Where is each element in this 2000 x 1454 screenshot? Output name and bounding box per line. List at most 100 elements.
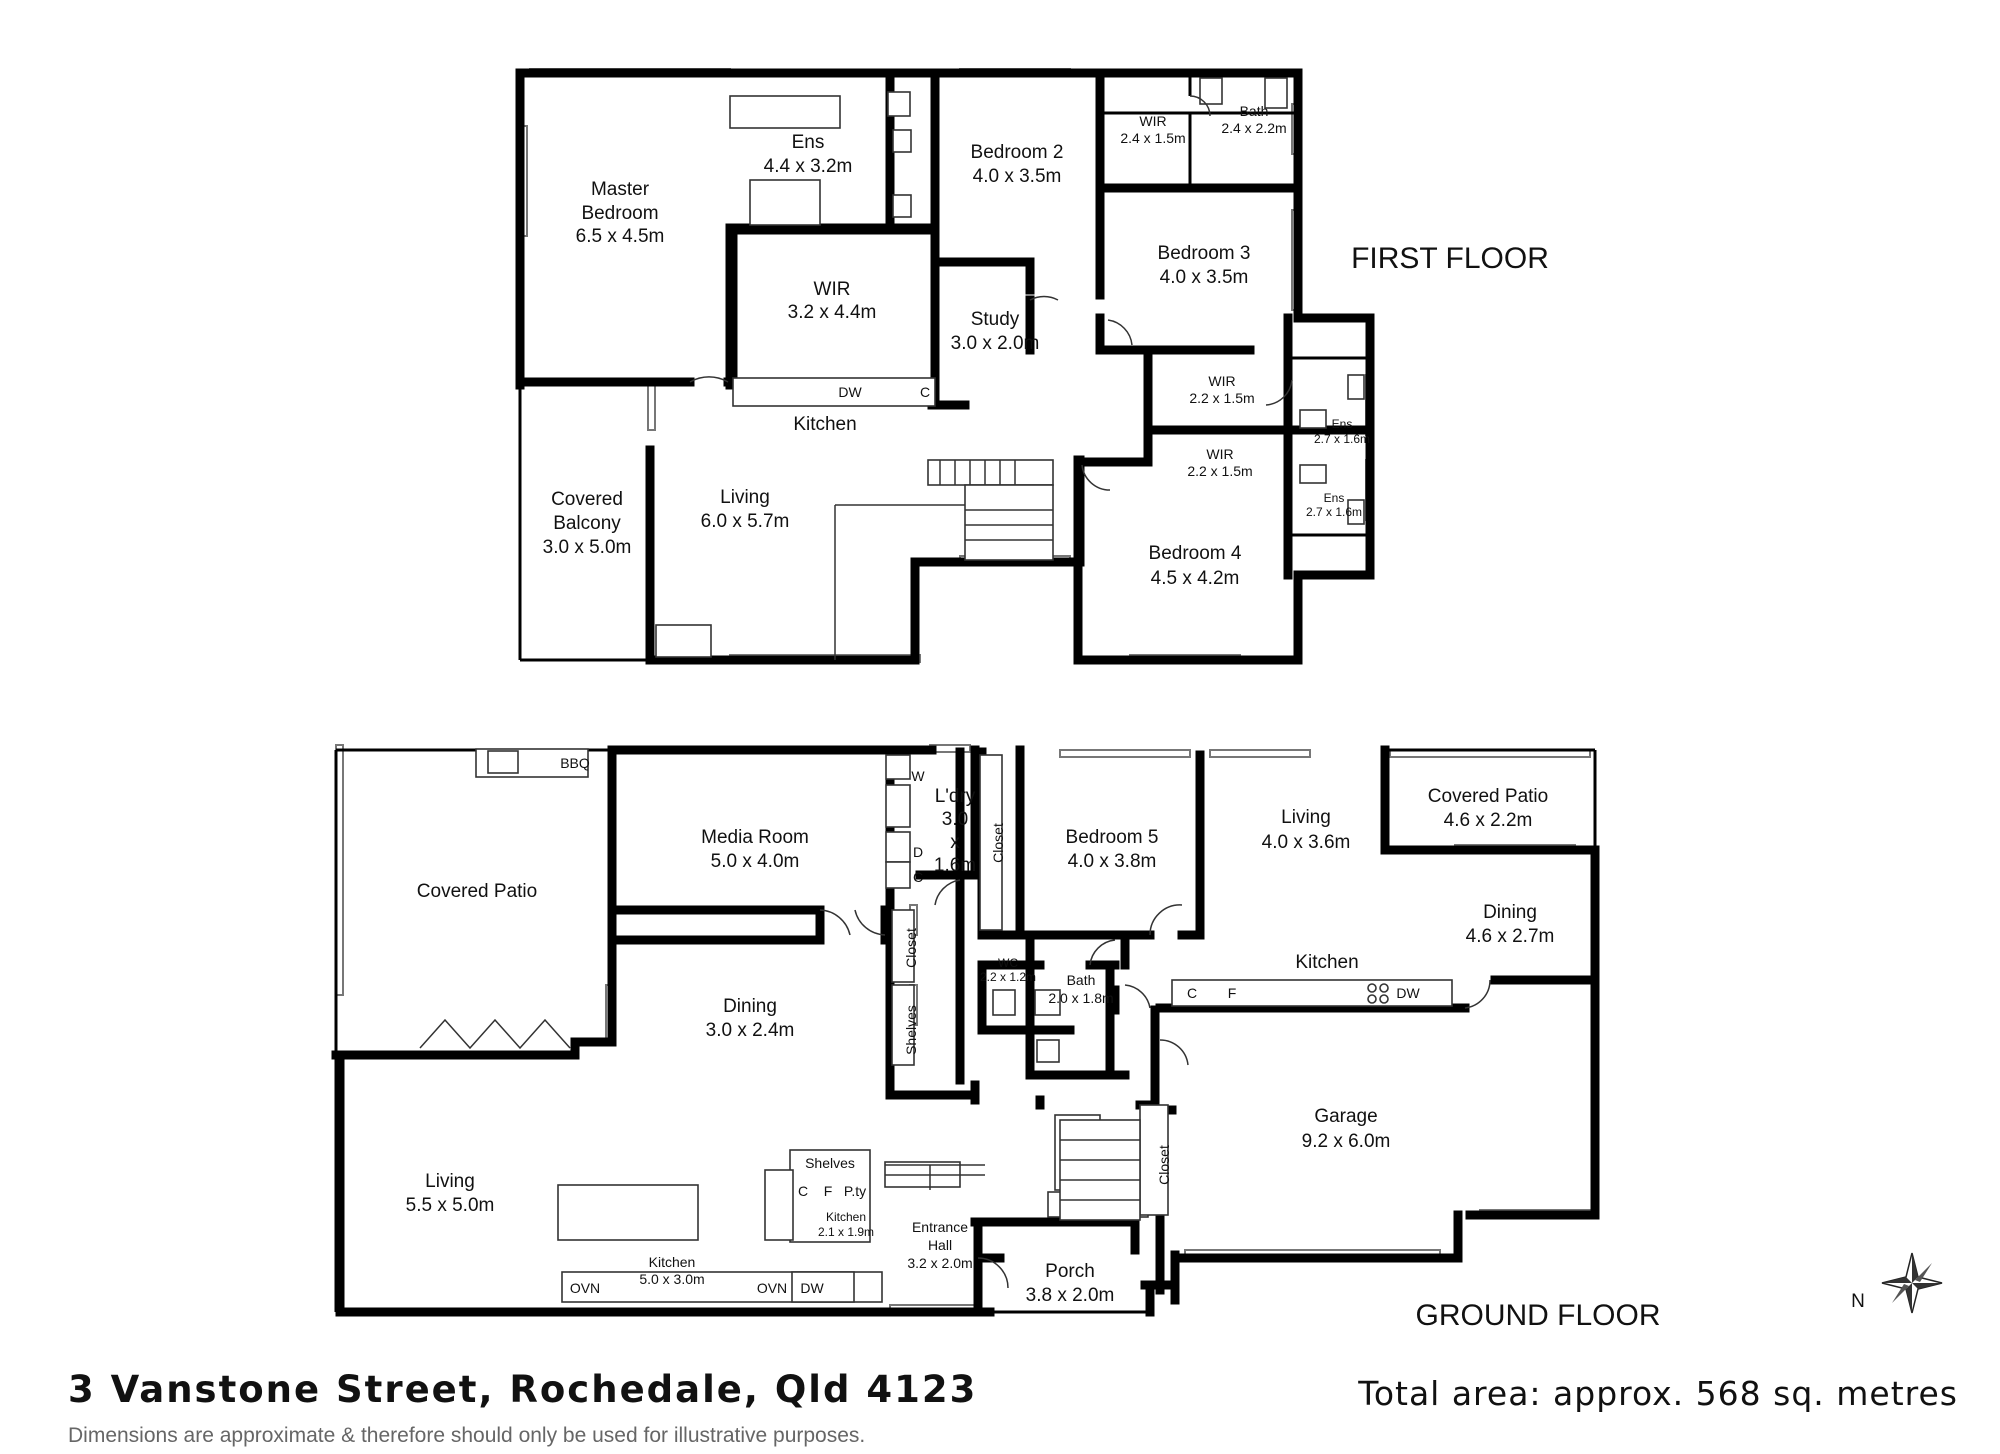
fixture-cupboard-laundry: C (913, 869, 923, 885)
room-ens-name: Ens (792, 132, 825, 153)
room-bedroom2-name: Bedroom 2 (971, 142, 1064, 163)
fixture-closet-bedroom5: Closet (990, 823, 1006, 863)
room-living-ff-size: 6.0 x 5.7m (701, 511, 790, 532)
room-study-name: Study (971, 309, 1020, 330)
fixture-fridge-kitchen: F (1228, 985, 1237, 1001)
room-bedroom5-name: Bedroom 5 (1066, 827, 1159, 848)
room-balcony-size: 3.0 x 5.0m (543, 537, 632, 558)
room-wir-b2-size: 2.4 x 1.5m (1120, 130, 1185, 146)
property-address: 3 Vanstone Street, Rochedale, Qld 4123 (68, 1368, 978, 1411)
fixture-bbq: BBQ (560, 755, 590, 771)
room-entrance-name-2: Hall (928, 1237, 952, 1253)
room-laundry-size-2: x (950, 832, 960, 853)
room-bedroom5-size: 4.0 x 3.8m (1068, 851, 1157, 872)
ground-floor-walls (331, 745, 1600, 1317)
ground-floor-doors (819, 879, 1491, 1289)
room-bedroom3-name: Bedroom 3 (1158, 243, 1251, 264)
room-master-bedroom-name-2: Bedroom (581, 203, 658, 224)
room-bedroom3-size: 4.0 x 3.5m (1160, 267, 1249, 288)
room-covered-patio-right-name: Covered Patio (1428, 786, 1548, 807)
first-floor-stairs (655, 377, 1054, 660)
compass-north-label: N (1851, 1291, 1865, 1312)
room-dining-size: 3.0 x 2.4m (706, 1020, 795, 1041)
first-floor-bathroom-fixtures (729, 77, 1365, 525)
room-dining-right-size: 4.6 x 2.7m (1466, 926, 1555, 947)
room-wir-master-name: WIR (814, 279, 851, 300)
room-balcony-name-2: Balcony (553, 513, 621, 534)
room-bedroom2-size: 4.0 x 3.5m (973, 166, 1062, 187)
fixture-fridge-pantry: F (824, 1183, 833, 1199)
room-wc-name: WC (998, 956, 1018, 970)
room-ens-b4-size: 2.7 x 1.6m (1306, 505, 1362, 519)
total-area: Total area: approx. 568 sq. metres (1358, 1374, 1958, 1413)
fixture-pantry: P.ty (844, 1183, 866, 1199)
room-kitchen-name: Kitchen (649, 1254, 696, 1270)
fixture-oven-right: OVN (757, 1280, 787, 1296)
room-kitchen-right-name: Kitchen (1295, 952, 1358, 973)
fixture-dw-ff: DW (838, 384, 862, 400)
room-living-right-name: Living (1281, 807, 1331, 828)
room-kitchen-size: 5.0 x 3.0m (639, 1271, 704, 1287)
room-ens-b4-name: Ens (1324, 491, 1345, 505)
fixture-dryer: D (913, 844, 923, 860)
fixture-shelves-hall: Shelves (903, 1005, 919, 1055)
room-dining-name: Dining (723, 996, 777, 1017)
room-wir-b4-size: 2.2 x 1.5m (1187, 463, 1252, 479)
compass-rose-icon (1881, 1252, 1943, 1314)
room-bath-gf-size: 2.0 x 1.8m (1048, 990, 1113, 1006)
first-floor-labels: FIRST FLOOR Master Bedroom 6.5 x 4.5m En… (543, 103, 1549, 589)
disclaimer: Dimensions are approximate & therefore s… (68, 1424, 866, 1447)
room-living-size: 5.5 x 5.0m (406, 1195, 495, 1216)
ground-floor-stairs (885, 1119, 1141, 1221)
first-floor-plan (515, 68, 1375, 665)
first-floor-doors (689, 95, 1293, 491)
room-laundry-size-1: 3.0 (942, 809, 968, 830)
ground-floor-plan (331, 744, 1600, 1317)
room-garage-name: Garage (1314, 1106, 1377, 1127)
room-bedroom4-size: 4.5 x 4.2m (1151, 568, 1240, 589)
room-master-bedroom-size: 6.5 x 4.5m (576, 226, 665, 247)
room-bath-gf-name: Bath (1067, 972, 1096, 988)
fixture-oven-left: OVN (570, 1280, 600, 1296)
room-wc-size: 2.2 x 1.2m (980, 970, 1036, 984)
room-ens-size: 4.4 x 3.2m (764, 156, 853, 177)
room-kitchen-ff-name: Kitchen (793, 414, 856, 435)
room-covered-patio-name: Covered Patio (417, 881, 537, 902)
room-dining-right-name: Dining (1483, 902, 1537, 923)
room-study-size: 3.0 x 2.0m (951, 333, 1040, 354)
room-balcony-name: Covered (551, 489, 623, 510)
fixture-closet-garage: Closet (1156, 1145, 1172, 1185)
room-living-ff-name: Living (720, 487, 770, 508)
room-laundry-name: L'dry (935, 786, 976, 807)
room-laundry-size-3: 1.6m (934, 855, 976, 876)
room-ens-b3-name: Ens (1332, 417, 1353, 431)
first-floor-walls (515, 68, 1375, 665)
room-bath-ff-size: 2.4 x 2.2m (1221, 120, 1286, 136)
room-wir-b2-name: WIR (1139, 113, 1166, 129)
room-porch-size: 3.8 x 2.0m (1026, 1285, 1115, 1306)
room-bedroom4-name: Bedroom 4 (1149, 543, 1242, 564)
fixture-shelves-pantry: Shelves (805, 1155, 855, 1171)
room-living-name: Living (425, 1171, 475, 1192)
fixture-cupboard-pantry: C (798, 1183, 808, 1199)
room-wir-b4-name: WIR (1206, 446, 1233, 462)
room-kitchen-small-name: Kitchen (826, 1210, 866, 1224)
first-floor-heading: FIRST FLOOR (1351, 242, 1549, 275)
room-ens-b3-size: 2.7 x 1.6m (1314, 432, 1370, 446)
room-wir-b3-size: 2.2 x 1.5m (1189, 390, 1254, 406)
fixture-closet-hall: Closet (903, 928, 919, 968)
room-covered-patio-right-size: 4.6 x 2.2m (1444, 810, 1533, 831)
room-master-bedroom-name: Master (591, 179, 650, 200)
room-media-name: Media Room (701, 827, 809, 848)
fixture-cupboard-kitchen: C (1187, 985, 1197, 1001)
compass: N (1851, 1252, 1943, 1314)
room-wir-master-size: 3.2 x 4.4m (788, 302, 877, 323)
fixture-dishwasher: DW (800, 1280, 824, 1296)
room-porch-name: Porch (1045, 1261, 1095, 1282)
ground-floor-labels: GROUND FLOOR Covered Patio Media Room 5.… (406, 755, 1661, 1332)
room-entrance-name: Entrance (912, 1219, 968, 1235)
room-garage-size: 9.2 x 6.0m (1302, 1131, 1391, 1152)
fixture-washer: W (911, 768, 925, 784)
room-living-right-size: 4.0 x 3.6m (1262, 832, 1351, 853)
